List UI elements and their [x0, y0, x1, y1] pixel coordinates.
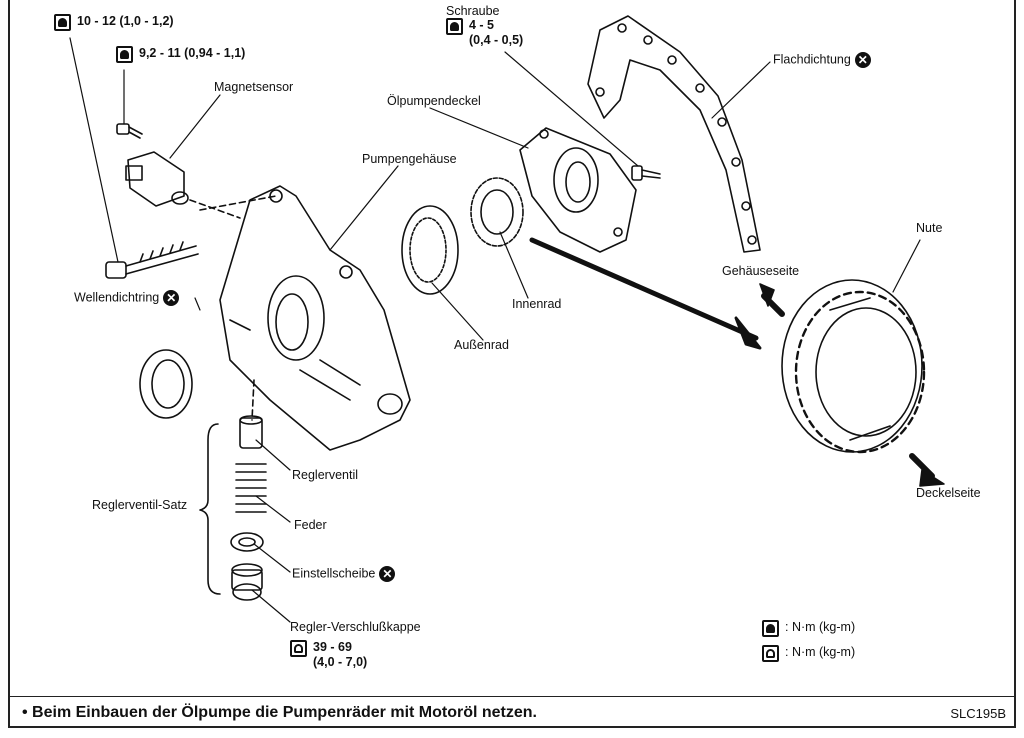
torque-value-3: 4 - 5 — [469, 18, 495, 32]
label-inner-rotor: Innenrad — [512, 297, 562, 311]
torque-value-4: 39 - 69 — [313, 640, 352, 654]
open-wrench-icon — [290, 640, 307, 657]
magnet-sensor — [125, 151, 241, 219]
flat-gasket — [587, 15, 761, 253]
torque-spec-4: 39 - 69 (4,0 - 7,0) — [290, 640, 367, 670]
label-cover-side: Deckelseite — [916, 486, 981, 500]
label-pump-cover: Ölpumpendeckel — [387, 94, 481, 108]
torque-value-4-kgm: (4,0 - 7,0) — [313, 655, 368, 669]
torque-value-1: 10 - 12 (1,0 - 1,2) — [77, 14, 174, 28]
label-shim-text: Einstellscheibe — [292, 566, 376, 581]
torque-wrench-icon — [54, 14, 71, 31]
torque-value-2: 9,2 - 11 (0,94 - 1,1) — [139, 46, 246, 60]
replace-part-icon: ✕ — [379, 566, 396, 582]
pump-housing — [199, 185, 411, 451]
figure-code: SLC195B — [950, 706, 1006, 721]
footer-divider — [8, 696, 1016, 697]
label-screw: Schraube — [446, 4, 500, 18]
pump-cover — [519, 127, 637, 253]
regulator-valve-set — [199, 415, 267, 601]
torque-wrench-icon — [762, 620, 779, 637]
label-outer-rotor: Außenrad — [454, 338, 509, 352]
label-flat-gasket: Flachdichtung✕ — [773, 52, 871, 68]
torque-wrench-icon — [116, 46, 133, 63]
label-spring: Feder — [294, 518, 327, 532]
label-regulator-cap: Regler-Verschlußkappe — [290, 620, 421, 634]
diagram-frame — [8, 0, 1016, 728]
label-housing-side: Gehäuseseite — [722, 264, 800, 278]
legend-unit-1: : N·m (kg-m) — [785, 620, 856, 634]
torque-spec-3: 4 - 5 (0,4 - 0,5) — [446, 18, 523, 48]
leader-lines — [69, 37, 921, 623]
replace-part-icon: ✕ — [163, 290, 180, 306]
torque-wrench-icon — [446, 18, 463, 35]
label-flat-gasket-text: Flachdichtung — [773, 52, 851, 67]
replace-part-icon: ✕ — [854, 52, 871, 68]
bolt-short — [116, 123, 143, 139]
label-groove: Nute — [916, 221, 943, 235]
outer-rotor — [401, 205, 459, 295]
label-shim: Einstellscheibe✕ — [292, 566, 396, 582]
open-wrench-icon — [762, 645, 779, 662]
screw-cover — [631, 165, 661, 181]
oil-seal — [139, 349, 193, 419]
label-regulator-valve-set: Reglerventil-Satz — [92, 498, 188, 512]
label-pump-housing: Pumpengehäuse — [362, 152, 457, 166]
torque-value-3-kgm: (0,4 - 0,5) — [469, 33, 524, 47]
label-oil-seal-text: Wellendichtring — [74, 290, 160, 305]
legend-row-2: : N·m (kg-m) — [762, 645, 855, 662]
assembly-note: • Beim Einbauen der Ölpumpe die Pumpenrä… — [22, 704, 537, 721]
label-oil-seal: Wellendichtring✕ — [74, 290, 180, 306]
legend-row-1: : N·m (kg-m) — [762, 620, 855, 637]
bolt-long — [105, 241, 199, 279]
label-magnet-sensor: Magnetsensor — [214, 80, 294, 94]
torque-spec-1: 10 - 12 (1,0 - 1,2) — [54, 14, 174, 31]
label-regulator-valve: Reglerventil — [292, 468, 359, 482]
torque-spec-2: 9,2 - 11 (0,94 - 1,1) — [116, 46, 245, 63]
legend-unit-2: : N·m (kg-m) — [785, 645, 856, 659]
inner-rotor — [470, 177, 524, 247]
gear-detail — [759, 279, 945, 487]
assembly-arrow — [529, 237, 762, 350]
